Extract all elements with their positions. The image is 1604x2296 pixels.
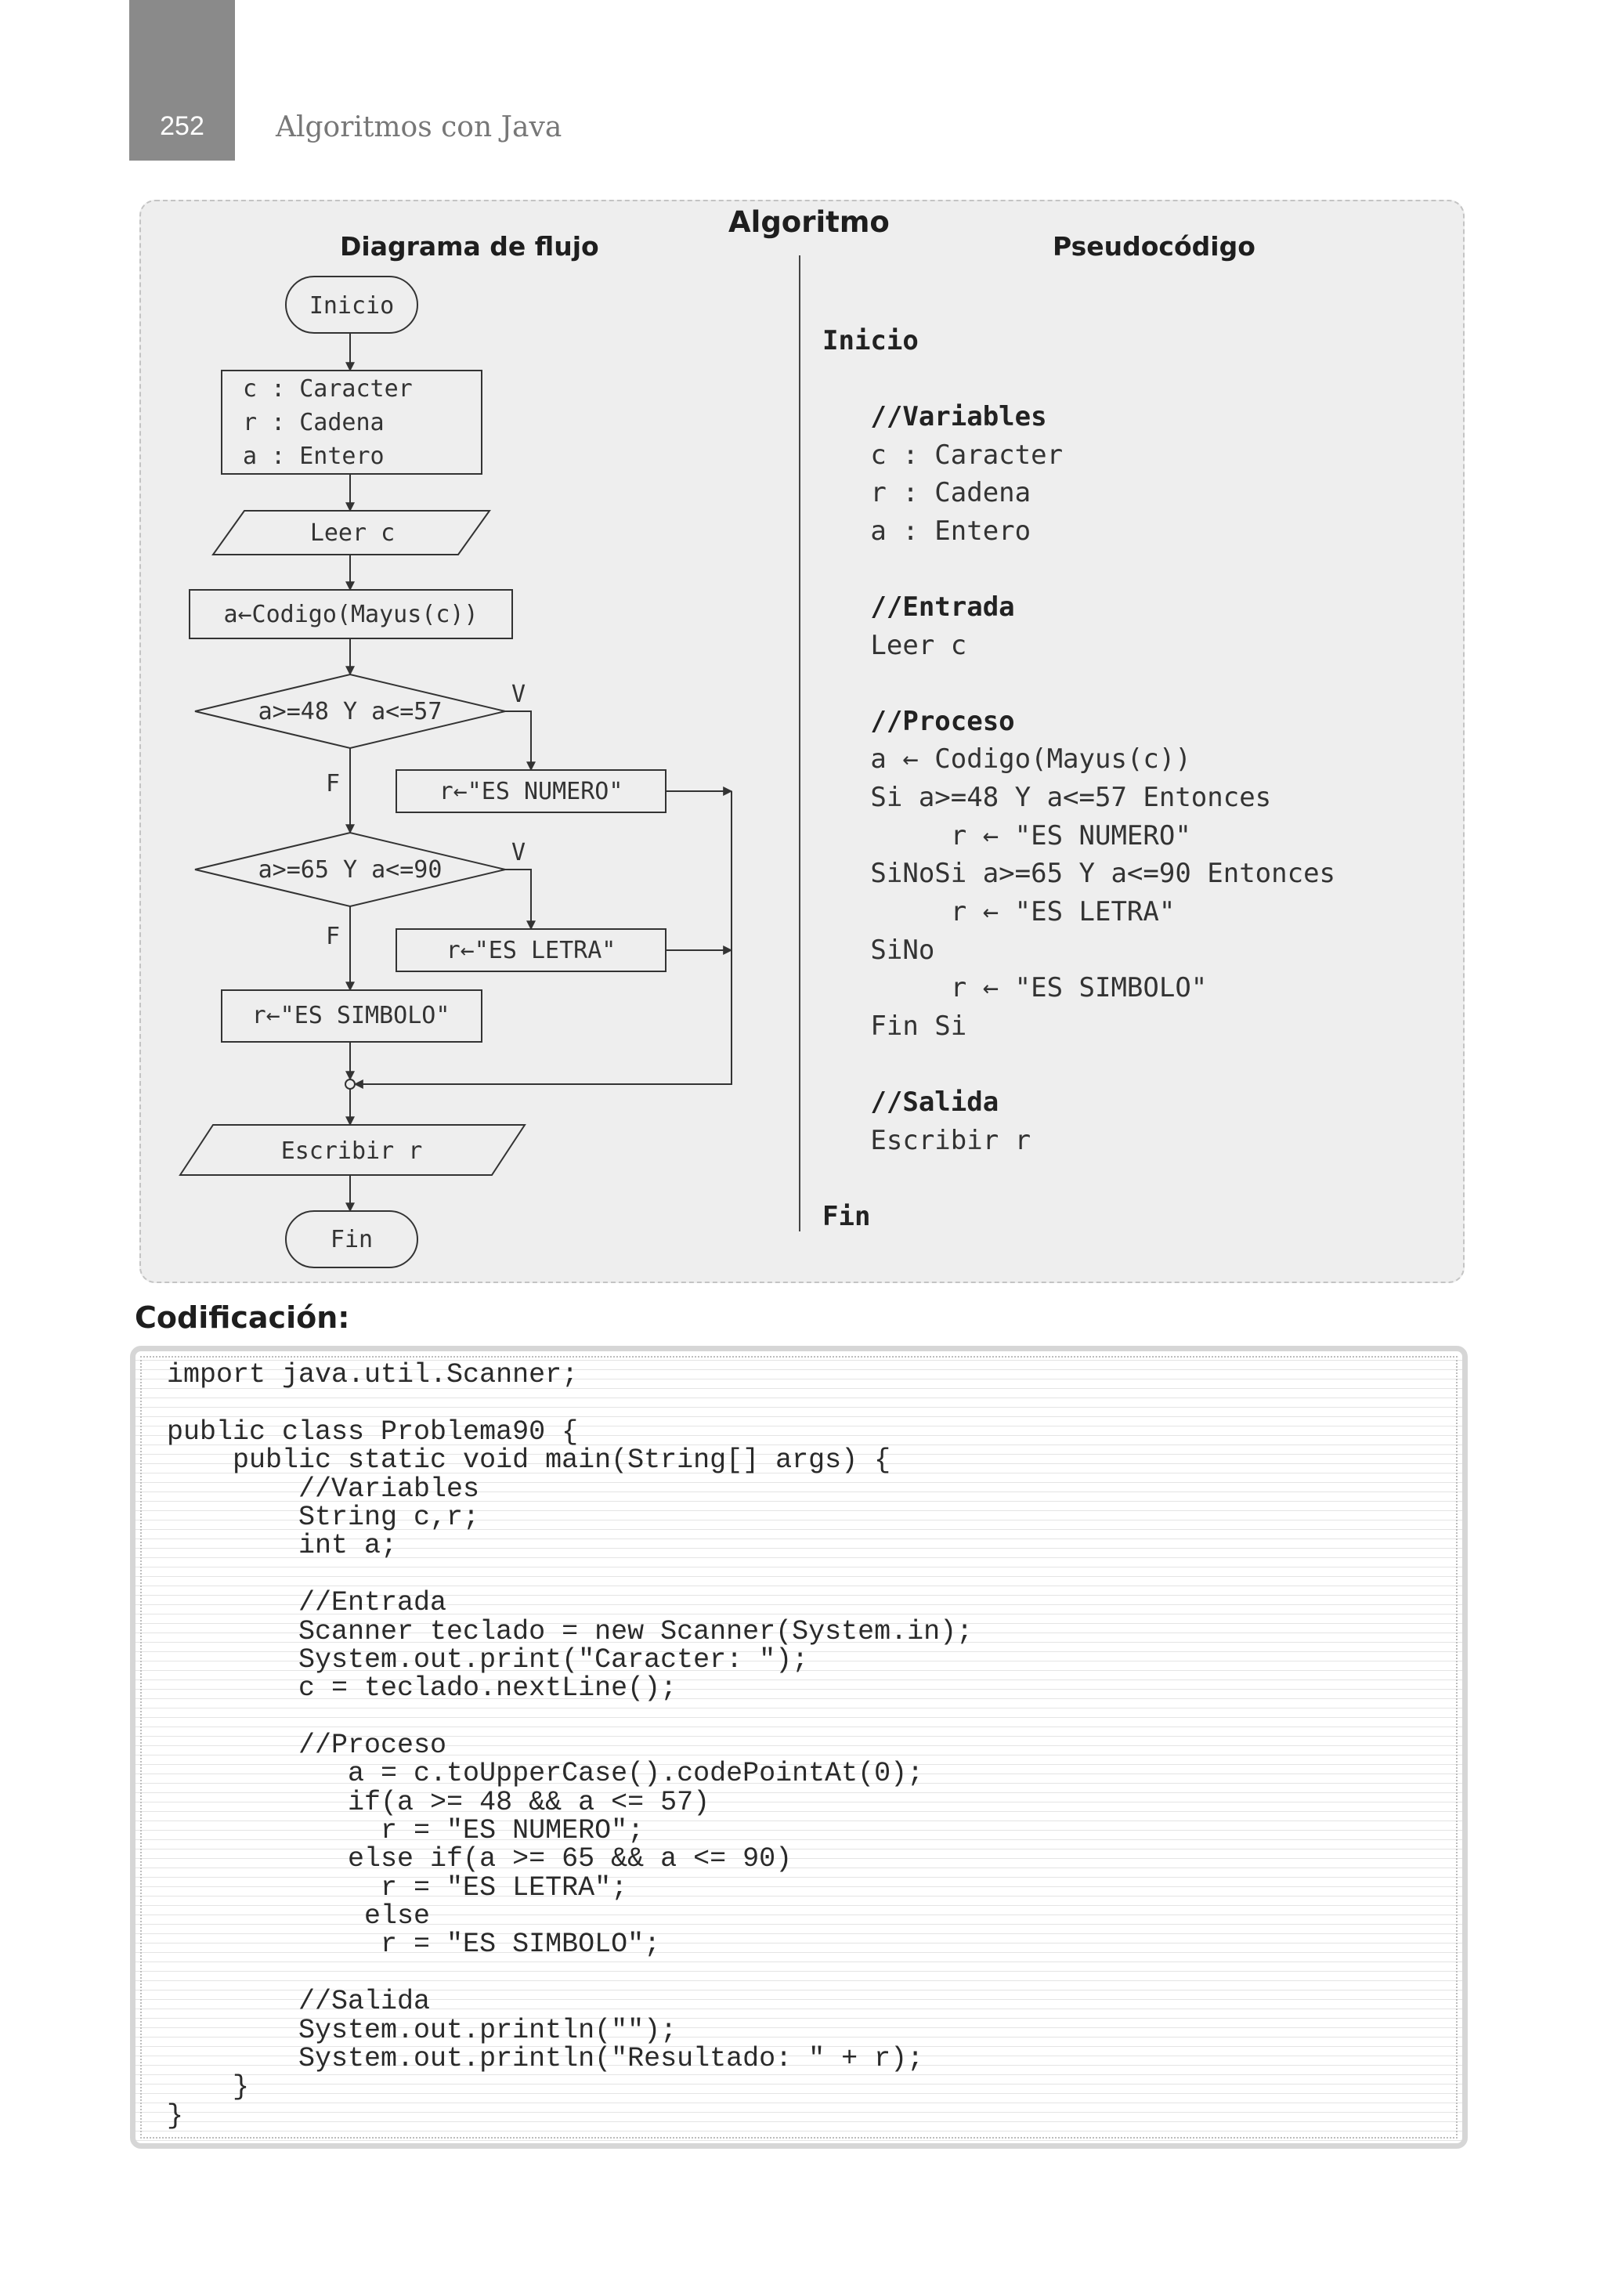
pseudo-line: r ← "ES LETRA"	[822, 896, 1176, 927]
false-label-2: F	[326, 923, 340, 950]
pseudo-line: Leer c	[822, 630, 967, 661]
pseudo-line: c : Caracter	[822, 439, 1064, 471]
simbolo-label: r←"ES SIMBOLO"	[252, 1002, 450, 1029]
assign-label: a←Codigo(Mayus(c))	[223, 601, 478, 628]
decl-a: a : Entero	[243, 443, 385, 470]
column-divider	[799, 255, 800, 1231]
pseudo-line: Fin	[822, 1201, 871, 1232]
code-line: System.out.println("");	[167, 2015, 677, 2046]
code-line: r = "ES NUMERO";	[167, 1815, 645, 1846]
code-line: a = c.toUpperCase().codePointAt(0);	[167, 1758, 924, 1789]
code-line: else if(a >= 65 && a <= 90)	[167, 1843, 793, 1875]
codificacion-heading: Codificación:	[135, 1300, 350, 1335]
pseudo-line: SiNoSi a>=65 Y a<=90 Entonces	[822, 858, 1336, 889]
code-line: public class Problema90 {	[167, 1416, 579, 1448]
true-label-2: V	[511, 839, 526, 866]
code-line: //Proceso	[167, 1730, 447, 1761]
end-label: Fin	[331, 1226, 373, 1253]
read-parallelogram	[211, 510, 491, 555]
flowchart-diagram: Inicio c : Caracter r : Cadena a : Enter…	[179, 276, 733, 1268]
write-label: Escribir r	[281, 1137, 423, 1165]
page-tab: 252	[129, 0, 235, 161]
algorithm-title: Algoritmo	[728, 205, 890, 239]
pseudo-line: //Salida	[822, 1087, 999, 1118]
pseudo-line: Si a>=48 Y a<=57 Entonces	[822, 782, 1272, 813]
pseudo-line: r ← "ES NUMERO"	[822, 820, 1191, 852]
decl-r: r : Cadena	[243, 409, 385, 436]
code-line: System.out.println("Resultado: " + r);	[167, 2043, 924, 2074]
code-line: public static void main(String[] args) {	[167, 1444, 891, 1476]
code-line: c = teclado.nextLine();	[167, 1672, 677, 1704]
letra-label: r←"ES LETRA"	[446, 937, 616, 964]
start-label: Inicio	[309, 292, 394, 320]
pseudocode-title: Pseudocódigo	[1053, 231, 1255, 262]
code-line: r = "ES SIMBOLO";	[167, 1929, 661, 1960]
code-line: if(a >= 48 && a <= 57)	[167, 1787, 710, 1818]
pseudo-line: Escribir r	[822, 1125, 1031, 1156]
cond-2-label: a>=65 Y a<=90	[258, 856, 443, 884]
pseudo-line: //Proceso	[822, 706, 1015, 737]
pseudo-line: r : Cadena	[822, 477, 1031, 508]
decl-c: c : Caracter	[243, 375, 413, 403]
connector-node	[345, 1079, 356, 1090]
pseudo-line: a ← Codigo(Mayus(c))	[822, 743, 1191, 775]
code-line: }	[167, 2071, 250, 2103]
flowchart-title: Diagrama de flujo	[340, 231, 599, 262]
code-line: else	[167, 1900, 431, 1932]
pseudo-line: r ← "ES SIMBOLO"	[822, 972, 1208, 1003]
code-line: String c,r;	[167, 1502, 480, 1533]
numero-label: r←"ES NUMERO"	[439, 778, 623, 805]
pseudo-line: Inicio	[822, 325, 919, 356]
code-panel: import java.util.Scanner; public class P…	[130, 1346, 1468, 2149]
code-line: System.out.print("Caracter: ");	[167, 1644, 809, 1676]
code-line: Scanner teclado = new Scanner(System.in)…	[167, 1616, 974, 1647]
pseudo-line: Fin Si	[822, 1011, 967, 1042]
code-line: //Salida	[167, 1986, 431, 2017]
pseudo-line: SiNo	[822, 935, 935, 966]
code-line: r = "ES LETRA";	[167, 1872, 628, 1904]
algorithm-panel	[139, 200, 1465, 1283]
write-parallelogram	[179, 1124, 526, 1176]
cond-1-label: a>=48 Y a<=57	[258, 698, 443, 725]
code-frame	[140, 1356, 1458, 2139]
true-label-1: V	[511, 681, 526, 708]
code-line: import java.util.Scanner;	[167, 1359, 579, 1390]
pseudo-line: //Entrada	[822, 591, 1015, 623]
code-line: //Variables	[167, 1473, 480, 1505]
code-line: int a;	[167, 1530, 398, 1561]
page-number: 252	[160, 111, 204, 141]
code-line: //Entrada	[167, 1587, 447, 1618]
running-title: Algoritmos con Java	[276, 111, 562, 143]
read-label: Leer c	[310, 519, 395, 547]
pseudo-line: a : Entero	[822, 515, 1031, 547]
pseudo-line: //Variables	[822, 401, 1047, 432]
false-label-1: F	[326, 770, 340, 797]
code-line: }	[167, 2100, 184, 2131]
start-terminal	[285, 276, 418, 334]
